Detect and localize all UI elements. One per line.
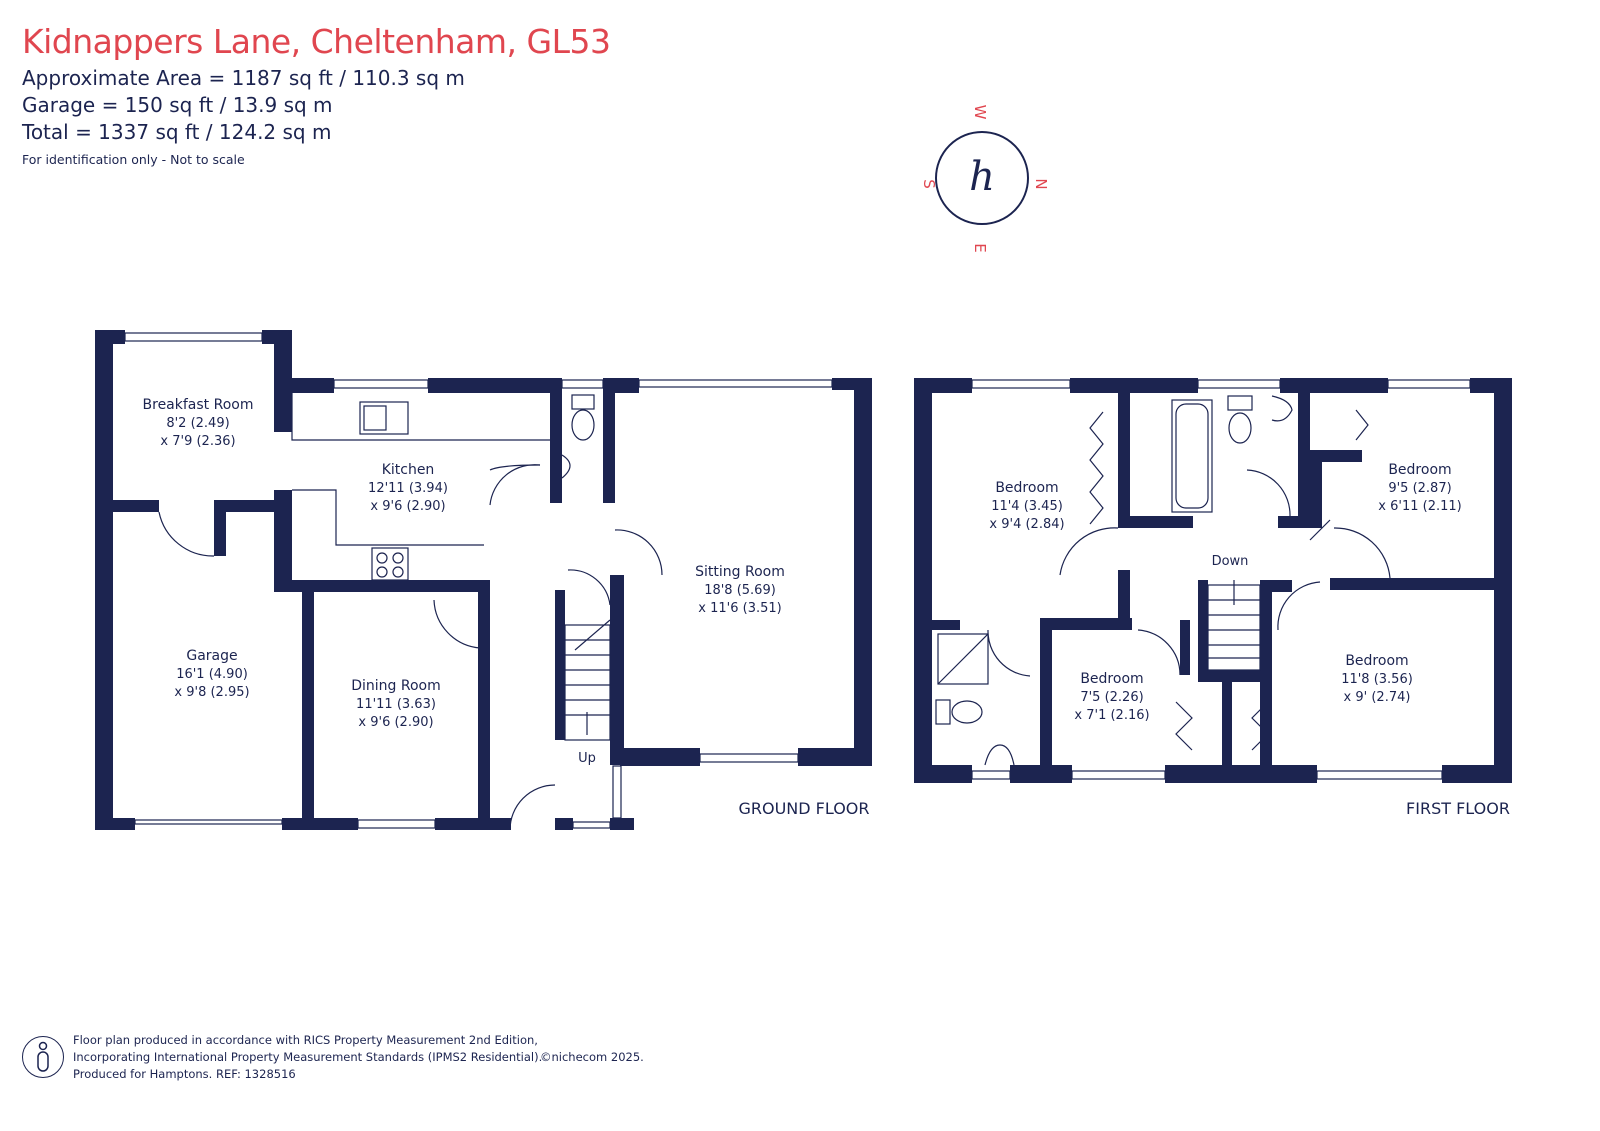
- page-title: Kidnappers Lane, Cheltenham, GL53: [22, 22, 611, 61]
- room-name: Sitting Room: [695, 564, 785, 580]
- garage-area: Garage = 150 sq ft / 13.9 sq m: [22, 93, 333, 117]
- room-dimension: x 9'4 (2.84): [989, 517, 1064, 532]
- ground-floor-walls: [95, 330, 872, 830]
- approximate-area: Approximate Area = 1187 sq ft / 110.3 sq…: [22, 66, 465, 90]
- room-dining-room: Dining Room 11'11 (3.63) x 9'6 (2.90): [351, 678, 441, 730]
- room-garage: Garage 16'1 (4.90) x 9'8 (2.95): [174, 648, 249, 700]
- room-bedroom-2: Bedroom 9'5 (2.87) x 6'11 (2.11): [1378, 462, 1461, 514]
- room-kitchen: Kitchen 12'11 (3.94) x 9'6 (2.90): [368, 462, 448, 514]
- info-person-icon-graphic: [37, 1041, 49, 1072]
- room-bedroom-3: Bedroom 7'5 (2.26) x 7'1 (2.16): [1074, 671, 1149, 723]
- room-name: Bedroom: [1388, 462, 1451, 478]
- total-area: Total = 1337 sq ft / 124.2 sq m: [22, 120, 332, 144]
- room-dimension: x 6'11 (2.11): [1378, 499, 1461, 514]
- room-dimension: 16'1 (4.90): [176, 667, 248, 682]
- room-dimension: 11'4 (3.45): [991, 499, 1063, 514]
- footer-ref-line: Produced for Hamptons. REF: 1328516: [73, 1067, 296, 1081]
- room-name: Bedroom: [1080, 671, 1143, 687]
- room-bedroom-1: Bedroom 11'4 (3.45) x 9'4 (2.84): [989, 480, 1064, 532]
- compass-ring-icon: [935, 131, 1029, 225]
- stairs-down-label: Down: [1212, 554, 1249, 569]
- compass-west-letter: W: [971, 105, 989, 120]
- compass-north-letter: N: [1032, 178, 1050, 189]
- room-name: Bedroom: [995, 480, 1058, 496]
- room-name: Bedroom: [1345, 653, 1408, 669]
- room-name: Garage: [186, 648, 237, 664]
- first-floor-walls: [914, 378, 1512, 783]
- copyright: ©nichecom 2025.: [540, 1050, 644, 1064]
- room-dimension: x 9'6 (2.90): [358, 715, 433, 730]
- room-dimension: 11'8 (3.56): [1341, 672, 1413, 687]
- room-dimension: x 7'9 (2.36): [160, 434, 235, 449]
- stairs-up-label: Up: [578, 751, 596, 766]
- ground-floor-windows: [124, 332, 833, 831]
- room-dimension: 7'5 (2.26): [1080, 690, 1143, 705]
- ground-floor-label: GROUND FLOOR: [738, 799, 869, 818]
- first-floor-windows: [935, 379, 1471, 780]
- room-bedroom-4: Bedroom 11'8 (3.56) x 9' (2.74): [1341, 653, 1413, 705]
- room-dimension: x 7'1 (2.16): [1074, 708, 1149, 723]
- room-dimension: x 9' (2.74): [1344, 690, 1411, 705]
- disclaimer: For identification only - Not to scale: [22, 152, 245, 167]
- info-person-icon: [22, 1036, 64, 1078]
- room-sitting-room: Sitting Room 18'8 (5.69) x 11'6 (3.51): [695, 564, 785, 616]
- footer-ipms-line: Incorporating International Property Mea…: [73, 1050, 543, 1064]
- room-dimension: 12'11 (3.94): [368, 481, 448, 496]
- compass-logo: h: [969, 154, 995, 200]
- first-floor-label: FIRST FLOOR: [1406, 799, 1510, 818]
- compass-south-letter: S: [920, 179, 938, 189]
- room-dimension: x 9'6 (2.90): [370, 499, 445, 514]
- room-dimension: 11'11 (3.63): [356, 697, 436, 712]
- room-name: Breakfast Room: [143, 397, 254, 413]
- compass-east-letter: E: [971, 243, 989, 252]
- room-dimension: x 11'6 (3.51): [698, 601, 781, 616]
- room-dimension: 18'8 (5.69): [704, 583, 776, 598]
- room-name: Kitchen: [382, 462, 435, 478]
- room-dimension: x 9'8 (2.95): [174, 685, 249, 700]
- footer-rics-line: Floor plan produced in accordance with R…: [73, 1033, 538, 1047]
- room-dimension: 9'5 (2.87): [1388, 481, 1451, 496]
- room-breakfast-room: Breakfast Room 8'2 (2.49) x 7'9 (2.36): [143, 397, 254, 449]
- room-name: Dining Room: [351, 678, 441, 694]
- compass: h W N S E: [920, 105, 1050, 253]
- room-dimension: 8'2 (2.49): [166, 416, 229, 431]
